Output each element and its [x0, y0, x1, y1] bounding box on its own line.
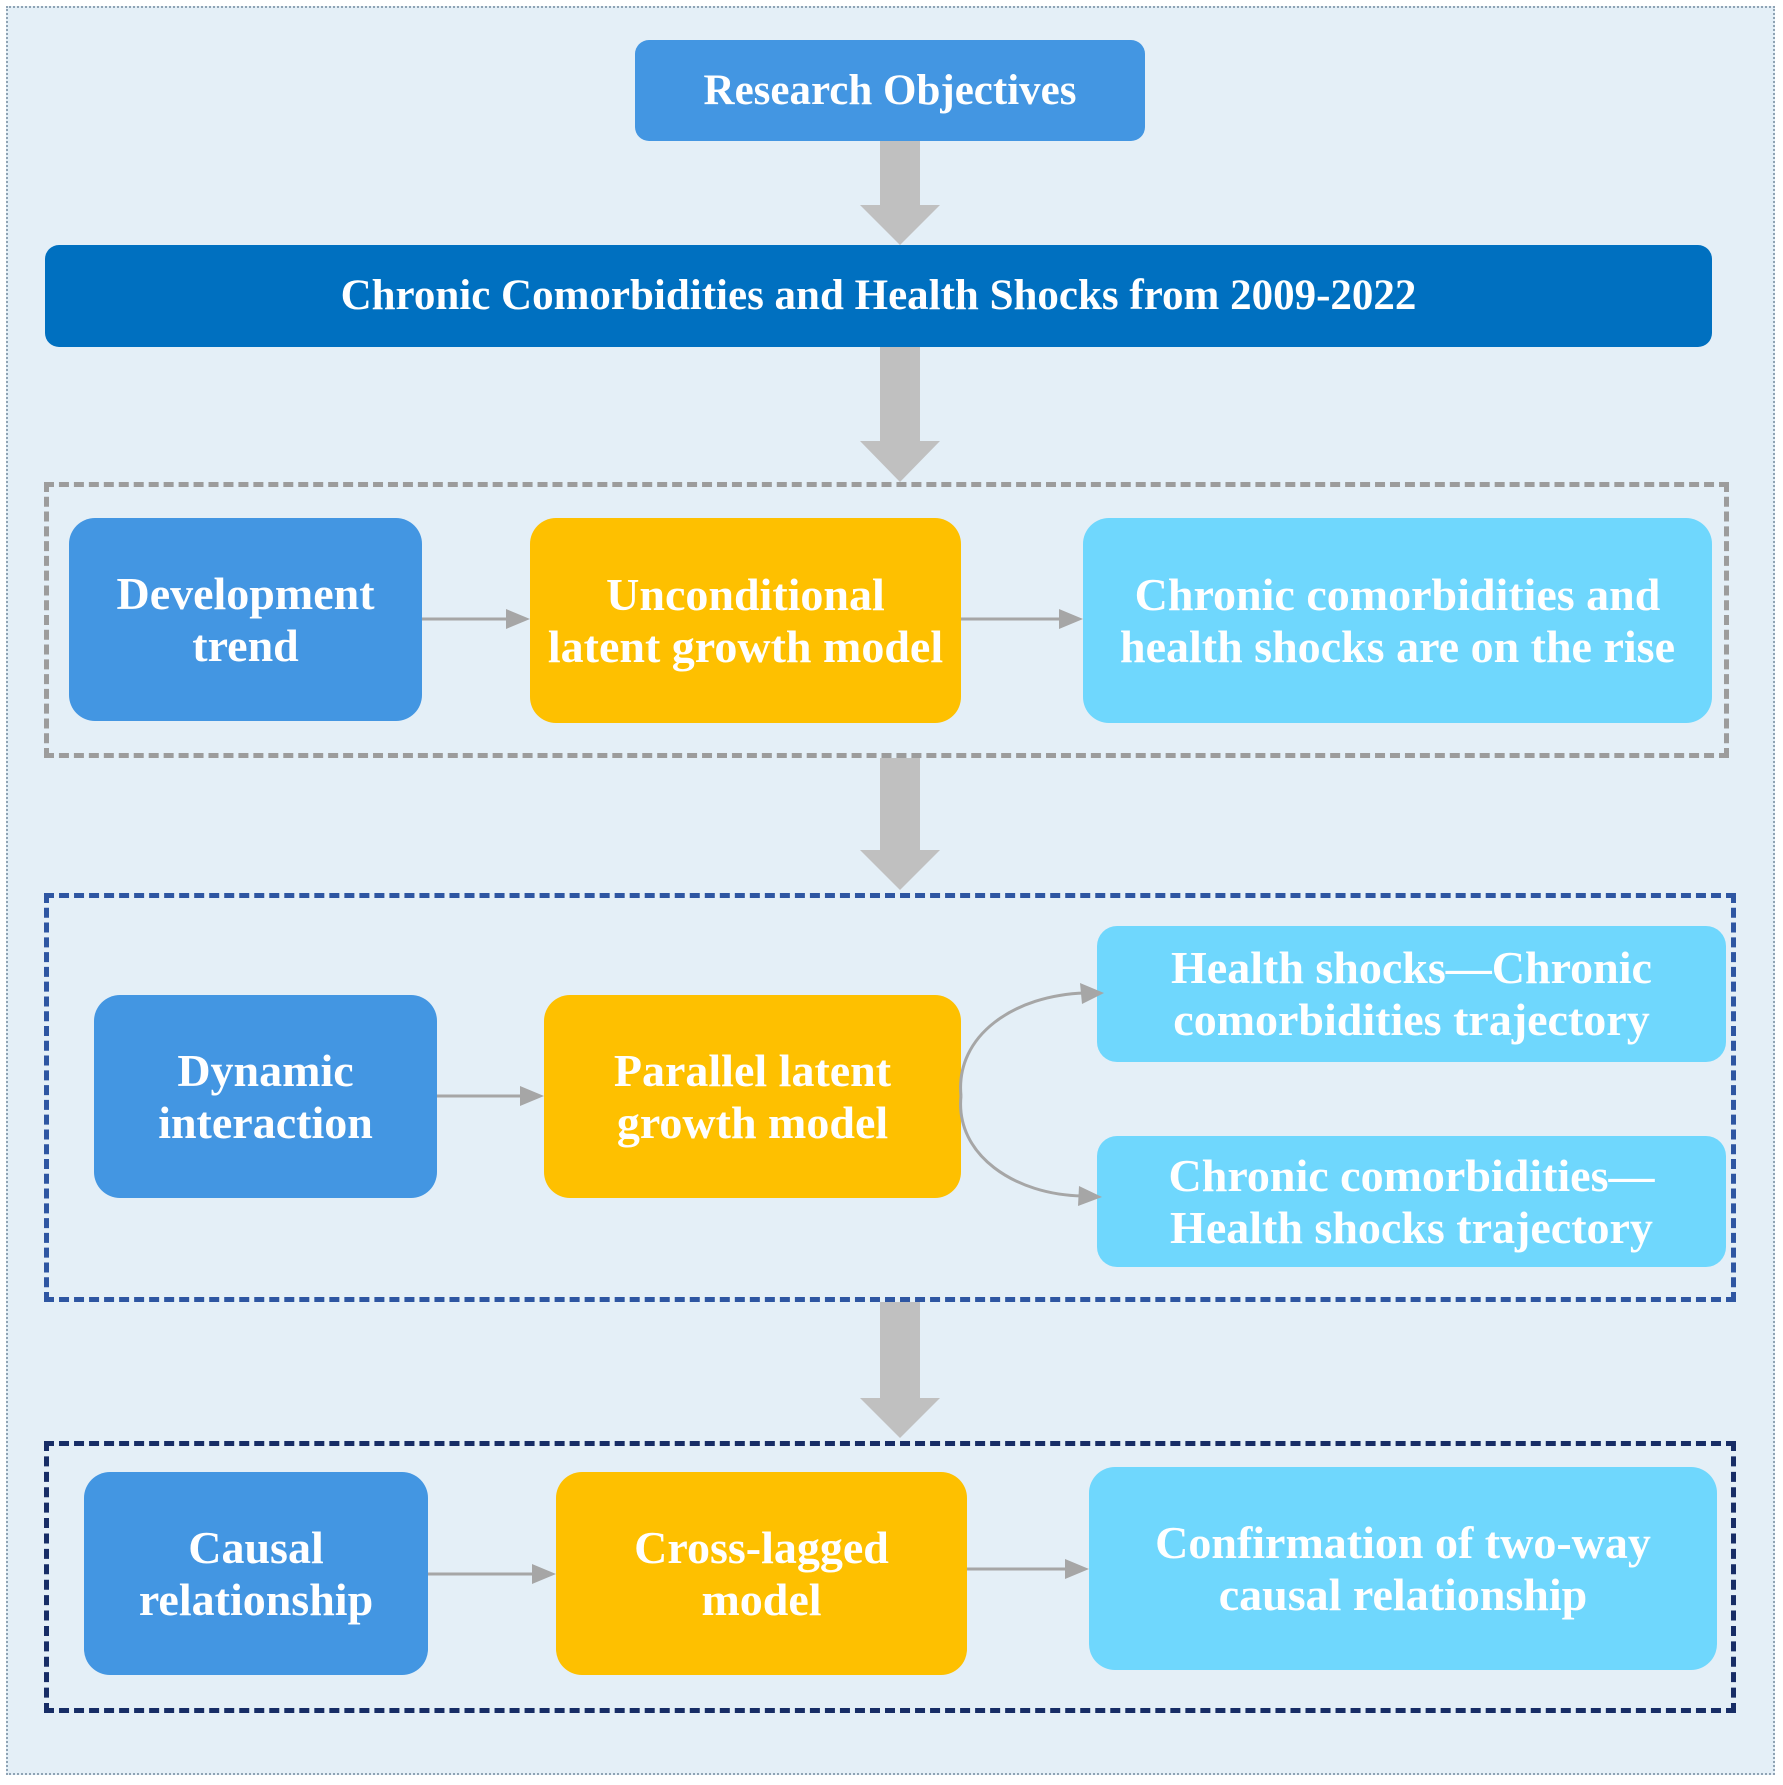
- development-trend-group: [44, 482, 1729, 758]
- dynamic-interaction-group: [44, 893, 1736, 1302]
- research-objectives-box: Research Objectives: [635, 40, 1145, 141]
- cross-lagged-model-box: Cross-lagged model: [556, 1472, 967, 1675]
- shocks-to-comorbidities-trajectory-box: Health shocks—Chronic comorbidities traj…: [1097, 926, 1726, 1062]
- rise-finding-box: Chronic comorbidities and health shocks …: [1083, 518, 1712, 723]
- study-period-banner: Chronic Comorbidities and Health Shocks …: [45, 245, 1712, 347]
- comorbidities-to-shocks-trajectory-box: Chronic comorbidities—Health shocks traj…: [1097, 1136, 1726, 1267]
- causal-relationship-group: [44, 1441, 1736, 1713]
- causal-relationship-box: Causal relationship: [84, 1472, 428, 1675]
- unconditional-latent-growth-model-box: Unconditional latent growth model: [530, 518, 961, 723]
- two-way-causality-finding-box: Confirmation of two-way causal relations…: [1089, 1467, 1717, 1670]
- development-trend-box: Development trend: [69, 518, 422, 721]
- parallel-latent-growth-model-box: Parallel latent growth model: [544, 995, 961, 1198]
- dynamic-interaction-box: Dynamic interaction: [94, 995, 437, 1198]
